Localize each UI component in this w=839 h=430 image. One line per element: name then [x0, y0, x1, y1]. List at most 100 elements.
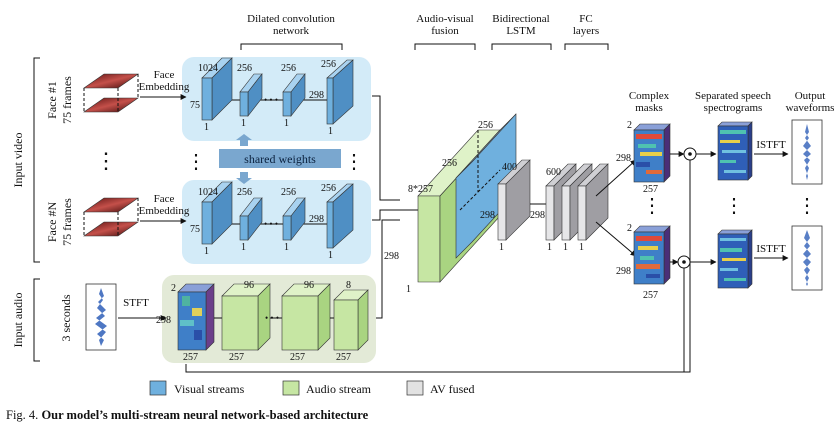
shared-weights-label: shared weights	[244, 152, 316, 166]
dim-label: 257	[336, 352, 351, 363]
label-sep-1: Separated speech	[695, 90, 772, 102]
output-waveform-2	[791, 225, 823, 291]
dim-label: 256	[478, 120, 493, 131]
legend-label-audio: Audio stream	[306, 382, 372, 396]
visual-block	[282, 73, 306, 117]
label-faceN-a: Face #N	[45, 202, 59, 243]
legend-visual: Visual streams	[149, 380, 245, 396]
dim-label: 298	[616, 153, 631, 164]
audio-block	[281, 283, 331, 351]
dim-label: 1	[204, 122, 209, 133]
visual-block	[282, 197, 306, 241]
dim-label: 257	[183, 352, 198, 363]
separated-spectrogram-2	[717, 229, 753, 289]
label-masks-2: masks	[635, 102, 663, 114]
bracket-dilated	[240, 43, 343, 50]
fusion-block	[417, 113, 517, 283]
fc-layer	[577, 163, 609, 241]
dim-label: 256	[321, 183, 336, 194]
label-input-video: Input video	[11, 133, 25, 188]
dim-label: 2	[171, 283, 176, 294]
arrow-fc-mask1	[595, 159, 637, 197]
architecture-diagram: Dilated convolution network Audio-visual…	[11, 13, 835, 396]
dim-label: 298	[384, 251, 399, 262]
label-face-embed-2b: Embedding	[139, 205, 190, 217]
bracket-fusion	[414, 43, 476, 50]
dim-label: 257	[643, 290, 658, 301]
audio-block	[221, 283, 271, 351]
dim-label: 8*257	[408, 184, 433, 195]
face-stack-1	[83, 73, 139, 113]
legend-label-visual: Visual streams	[174, 382, 245, 396]
audio-block	[333, 289, 369, 351]
dim-label: 298	[480, 210, 495, 221]
bracket-input-audio	[33, 278, 40, 362]
dim-label: 1	[284, 118, 289, 129]
spectrograms-vertical-dots: ⋮	[724, 195, 744, 217]
label-sep-2: spectrograms	[704, 102, 763, 114]
label-out-1: Output	[795, 90, 826, 102]
label-dilated-1: Dilated convolution	[247, 13, 335, 25]
label-masks-1: Complex	[629, 90, 670, 102]
dim-label: 1	[328, 126, 333, 137]
faces-vertical-dots: ⋮	[95, 148, 117, 173]
caption-text: Our model’s multi-stream neural network-…	[41, 408, 369, 422]
mixture-feed-line	[185, 160, 691, 373]
face-stack-n	[83, 197, 139, 237]
label-istft-2: ISTFT	[756, 243, 786, 255]
shared-weights: shared weights	[219, 134, 341, 184]
dim-label: 1024	[198, 187, 218, 198]
legend-av: AV fused	[406, 380, 475, 396]
output-waveform-1	[791, 119, 823, 185]
dim-label: 298	[156, 315, 171, 326]
label-av-1: Audio-visual	[416, 13, 473, 25]
dim-label: 1	[563, 242, 568, 253]
dots-audio: • • •	[265, 313, 279, 323]
dim-label: 75	[190, 224, 200, 235]
dim-label: 1	[284, 242, 289, 253]
arrow-fc-mask2	[595, 221, 637, 257]
dim-label: 8	[346, 280, 351, 291]
label-out-2: waveforms	[786, 102, 835, 114]
dim-label: 1	[406, 284, 411, 295]
dim-label: 1	[204, 246, 209, 257]
connector-visual-top	[372, 95, 400, 201]
dim-label: 256	[237, 63, 252, 74]
dim-label: 1	[328, 250, 333, 261]
dots-bottom: • • •	[264, 219, 278, 229]
input-waveform	[85, 283, 117, 351]
dim-label: 75	[190, 100, 200, 111]
dim-label: 2	[627, 120, 632, 131]
dim-label: 1	[241, 242, 246, 253]
dim-label: 298	[616, 266, 631, 277]
visual-stream-top: • • • 1024 256 256 256 75 298 1 1 1 1	[190, 57, 354, 137]
connector-audio	[376, 219, 400, 319]
label-face1-b: 75 frames	[60, 76, 74, 124]
dim-label: 298	[530, 210, 545, 221]
visual-stream-bottom: • • • 1024 256 256 256 75 298 1 1 1 1	[190, 181, 354, 261]
audio-stream: • • • 2 298 257 96 257 96 257 8 257	[156, 280, 369, 363]
dim-label: 400	[502, 162, 517, 173]
dots-top: • • •	[264, 95, 278, 105]
dim-label: 256	[237, 187, 252, 198]
legend: Visual streams Audio stream AV fused	[149, 380, 475, 396]
label-faceN-b: 75 frames	[60, 198, 74, 246]
waveforms-vertical-dots: ⋮	[797, 195, 817, 217]
visual-block	[201, 181, 233, 245]
masks-vertical-dots: ⋮	[642, 195, 662, 217]
label-av-2: fusion	[431, 25, 459, 37]
visual-block	[326, 183, 354, 249]
label-lstm-1: Bidirectional	[492, 13, 549, 25]
dim-label: 96	[244, 280, 254, 291]
connector-visual-bottom	[372, 209, 400, 221]
dim-label: 96	[304, 280, 314, 291]
dim-label: 1	[499, 242, 504, 253]
dim-label: 298	[309, 214, 324, 225]
caption-fig-number: Fig. 4.	[6, 408, 39, 422]
dim-label: 256	[442, 158, 457, 169]
multiply-dot-2	[682, 260, 686, 264]
label-face-embed-2a: Face	[154, 193, 175, 205]
label-istft-1: ISTFT	[756, 139, 786, 151]
complex-mask-1	[633, 123, 671, 183]
dim-label: 256	[281, 63, 296, 74]
